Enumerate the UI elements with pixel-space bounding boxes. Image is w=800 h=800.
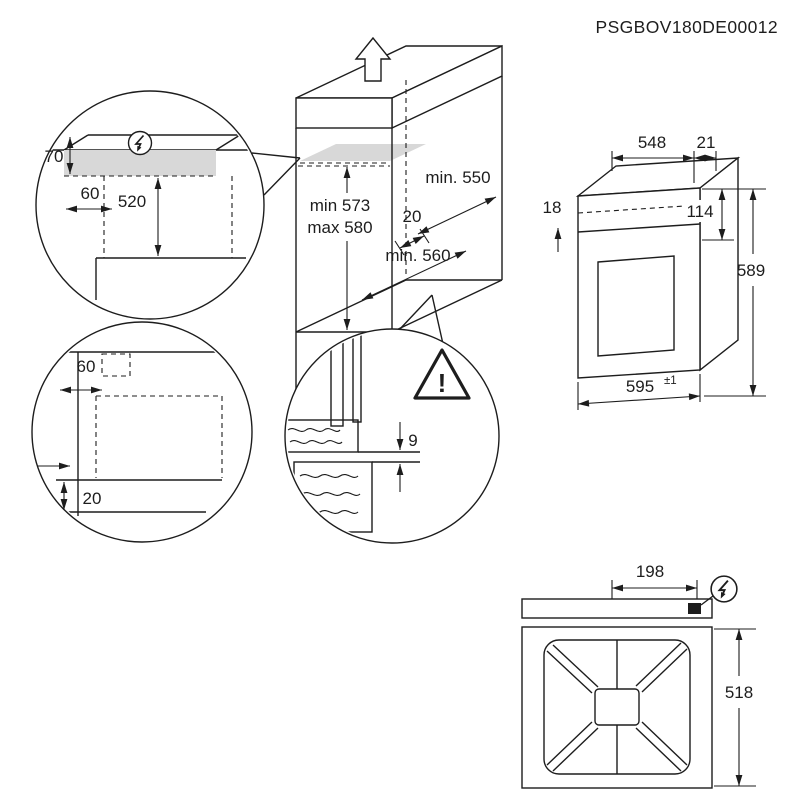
dim-niche-height-520: 520	[118, 178, 162, 256]
dim-label-niche-height-520: 520	[118, 192, 146, 211]
detail-circle-outline	[35, 90, 265, 320]
dim-label-recess-width: 60	[77, 357, 96, 376]
detail-circle-outline	[284, 328, 500, 544]
oven-front-view	[575, 156, 741, 379]
dim-label-cable-position: 198	[636, 562, 664, 581]
dim-label-niche-height-min: min 573	[310, 196, 370, 215]
dim-top-clearance: 18	[543, 198, 562, 252]
dim-label-rear-height: 518	[725, 683, 753, 702]
dim-base-depth: min. 560	[361, 246, 467, 301]
dim-label-base-depth: min. 560	[385, 246, 450, 265]
power-connection-icon	[710, 575, 738, 603]
cable-connector	[688, 603, 701, 614]
dim-oven-height: 589	[704, 189, 766, 397]
callout-wedge-electrical	[251, 152, 301, 196]
oven-door-window	[597, 255, 675, 357]
detail-circle-outline	[31, 321, 253, 543]
dim-panel-height: 114	[682, 188, 766, 241]
dim-niche-height: min 573 max 580	[306, 167, 374, 330]
callout-wedge	[398, 294, 433, 331]
dim-recess-depth: 60	[66, 184, 112, 213]
oven-rear-view	[521, 575, 738, 789]
detail-circle-bottom-clearance: 60 20	[31, 321, 253, 543]
dim-label-recess-height: 70	[45, 147, 64, 166]
document-code: PSGBOV180DE00012	[596, 17, 779, 37]
dim-oven-width: 595 ±1	[577, 374, 701, 410]
dim-label-front-clearance: 20	[83, 489, 102, 508]
warning-triangle-icon: !	[413, 348, 471, 400]
cabinet-isometric-view	[295, 36, 503, 430]
rear-top-strip	[521, 598, 713, 619]
dim-oven-depth: 548 21	[611, 133, 717, 183]
dim-recess-width: 60	[60, 357, 102, 394]
dim-rear-height: 518	[714, 628, 756, 787]
dim-recess-height: 70	[45, 137, 74, 174]
power-connection-icon	[127, 130, 153, 156]
dim-label-oven-height: 589	[737, 261, 765, 280]
dim-label-oven-depth: 548	[638, 133, 666, 152]
ventilation-recess-shade	[300, 144, 426, 161]
dim-front-clearance: 20	[60, 482, 102, 510]
dim-label-niche-depth: min. 550	[425, 168, 490, 187]
callout-wedge	[431, 294, 444, 345]
dim-label-recess-depth: 60	[81, 184, 100, 203]
dim-gap-height: 9	[396, 422, 418, 492]
detail-circle-gap: 9 !	[284, 294, 500, 544]
dim-label-width-tolerance: ±1	[664, 375, 677, 387]
warning-exclamation: !	[438, 368, 447, 398]
dim-label-panel-height: 114	[686, 202, 713, 221]
dim-label-rear-gap: 20	[403, 207, 422, 226]
detail-circle-electrical: 70 60 520	[35, 90, 265, 320]
dim-niche-depth: min. 550	[417, 168, 497, 235]
dim-label-niche-height-max: max 580	[307, 218, 372, 237]
dim-label-oven-width: 595	[626, 377, 654, 396]
dim-label-door-protrusion: 21	[697, 133, 716, 152]
dim-label-gap-height: 9	[408, 431, 417, 450]
recess-shade	[101, 353, 131, 377]
dim-label-top-clearance: 18	[543, 198, 562, 217]
arrow-up-icon	[354, 36, 392, 82]
dim-cable-position: 198	[611, 562, 698, 599]
